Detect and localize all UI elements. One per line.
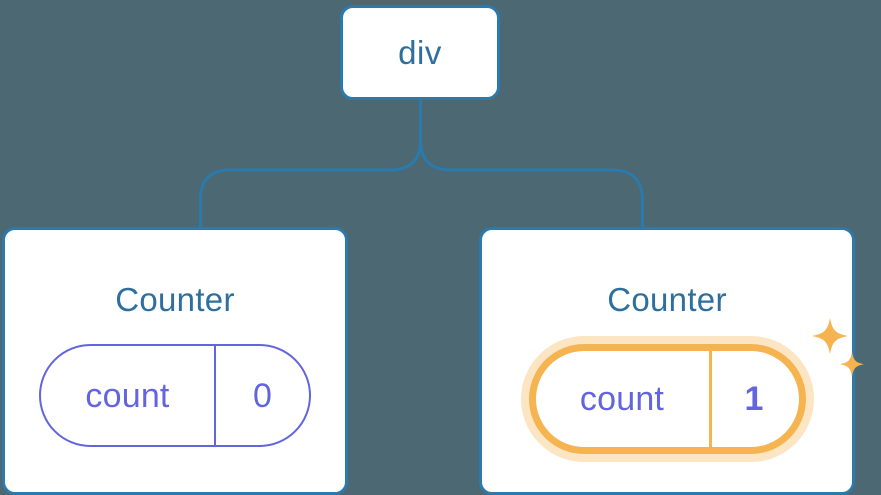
state-pill-right-value-cell: 1 <box>712 351 797 447</box>
state-pill-wrapper-left: count 0 <box>39 344 311 447</box>
sparkle-group <box>811 318 864 377</box>
state-pill-left-key: count <box>85 376 170 415</box>
sparkle-small-icon <box>839 352 864 377</box>
node-counter-right-title: Counter <box>607 281 727 318</box>
sparkle-large-icon <box>811 318 848 354</box>
node-div-label: div <box>398 34 442 71</box>
state-pill-wrapper-right: count 1 <box>528 318 864 454</box>
state-pill-right-key: count <box>579 380 665 418</box>
state-pill-right-key-cell: count <box>536 351 712 447</box>
connector-branch-right <box>419 139 644 229</box>
state-pill-right[interactable]: count 1 <box>528 344 806 454</box>
state-pill-left-value: 0 <box>253 376 272 415</box>
state-pill-left[interactable]: count 0 <box>39 344 311 447</box>
node-counter-left[interactable]: Counter count 0 <box>2 227 348 495</box>
connector-branch-left <box>199 139 422 229</box>
node-div[interactable]: div <box>340 5 500 100</box>
state-pill-left-value-cell: 0 <box>216 346 309 445</box>
state-pill-left-key-cell: count <box>41 346 216 445</box>
node-counter-left-title: Counter <box>115 281 235 318</box>
state-pill-right-value: 1 <box>744 380 764 418</box>
node-counter-right[interactable]: Counter count 1 <box>479 227 864 495</box>
